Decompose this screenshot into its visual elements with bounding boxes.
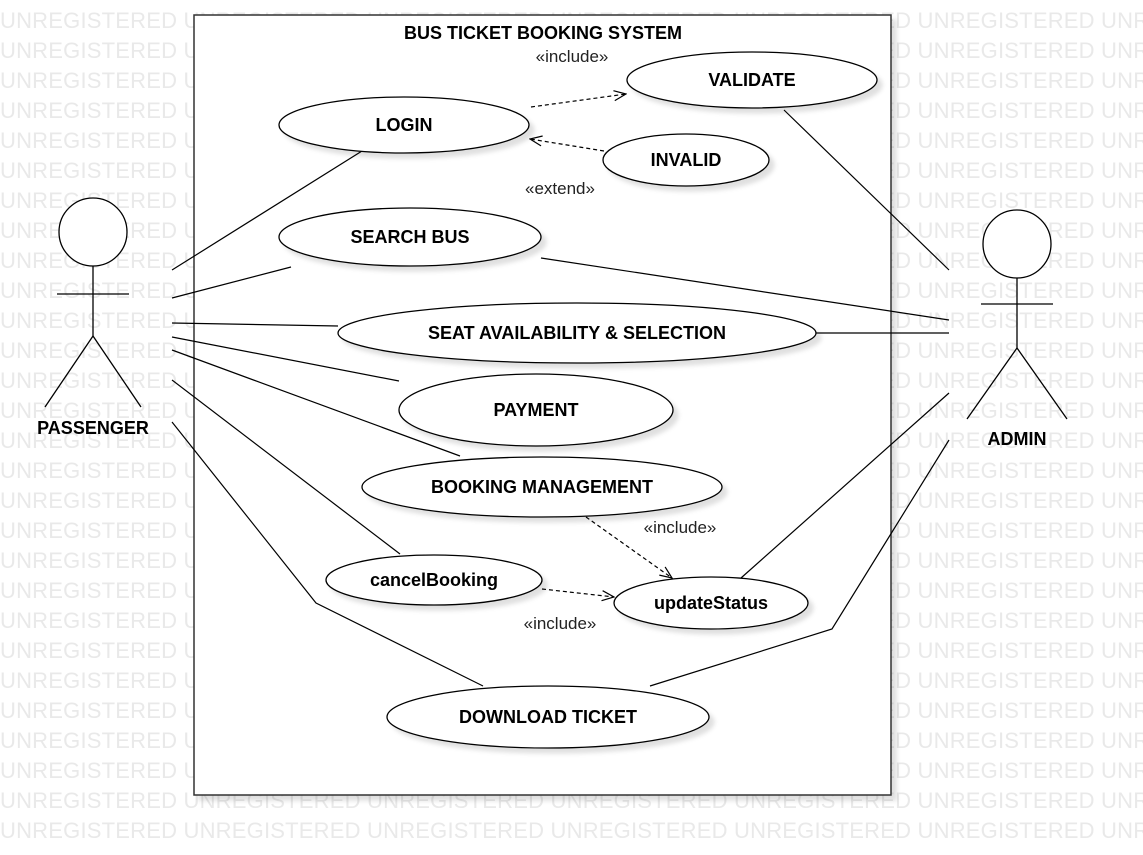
use-case-update-status[interactable]: updateStatus xyxy=(613,576,809,630)
system-title: BUS TICKET BOOKING SYSTEM xyxy=(404,23,682,43)
use-case-payment-label: PAYMENT xyxy=(493,400,578,420)
assoc-passenger-cancel xyxy=(171,379,401,555)
use-case-download-ticket-label: DOWNLOAD TICKET xyxy=(459,707,637,727)
use-case-invalid[interactable]: INVALID xyxy=(602,133,770,187)
dependency-arrows xyxy=(530,94,672,597)
use-case-booking-management[interactable]: BOOKING MANAGEMENT xyxy=(361,456,723,518)
assoc-passenger-download xyxy=(171,421,484,687)
use-case-login-label: LOGIN xyxy=(376,115,433,135)
use-case-booking-management-label: BOOKING MANAGEMENT xyxy=(431,477,653,497)
use-case-validate[interactable]: VALIDATE xyxy=(626,51,878,109)
assoc-admin-download xyxy=(649,439,950,687)
passenger-label: PASSENGER xyxy=(37,418,149,438)
passenger-actor[interactable] xyxy=(44,197,142,408)
assoc-passenger-seat xyxy=(171,322,339,327)
use-case-seat-selection[interactable]: SEAT AVAILABILITY & SELECTION xyxy=(337,302,817,364)
use-case-search-bus[interactable]: SEARCH BUS xyxy=(278,207,542,267)
include-label-booking: «include» xyxy=(644,518,717,537)
use-case-update-status-label: updateStatus xyxy=(654,593,768,613)
include-booking-update-arrow xyxy=(585,516,672,578)
admin-right-leg xyxy=(1016,347,1068,420)
extend-label-invalid: «extend» xyxy=(525,179,595,198)
assoc-admin-update-status xyxy=(740,392,950,579)
admin-left-leg xyxy=(966,347,1018,420)
passenger-associations xyxy=(171,150,484,687)
use-case-seat-selection-label: SEAT AVAILABILITY & SELECTION xyxy=(428,323,726,343)
passenger-head xyxy=(58,197,128,267)
admin-label: ADMIN xyxy=(988,429,1047,449)
include-label-validate: «include» xyxy=(536,47,609,66)
assoc-passenger-search-bus xyxy=(171,266,292,299)
use-case-validate-label: VALIDATE xyxy=(708,70,795,90)
admin-head xyxy=(982,209,1052,279)
include-label-cancel: «include» xyxy=(524,614,597,633)
use-case-search-bus-label: SEARCH BUS xyxy=(350,227,469,247)
assoc-passenger-login xyxy=(171,150,363,271)
admin-associations xyxy=(540,109,950,687)
passenger-right-leg xyxy=(92,335,142,408)
assoc-admin-search-bus xyxy=(540,257,950,321)
include-login-validate-arrow xyxy=(530,94,626,108)
assoc-passenger-payment xyxy=(171,336,400,382)
use-case-cancel-booking[interactable]: cancelBooking xyxy=(325,554,543,606)
use-case-invalid-label: INVALID xyxy=(651,150,722,170)
admin-actor[interactable] xyxy=(966,209,1068,420)
use-case-payment[interactable]: PAYMENT xyxy=(398,373,674,447)
assoc-admin-validate xyxy=(783,109,950,271)
include-cancel-update-arrow xyxy=(541,588,614,597)
use-case-cancel-booking-label: cancelBooking xyxy=(370,570,498,590)
use-case-download-ticket[interactable]: DOWNLOAD TICKET xyxy=(386,685,710,749)
extend-invalid-login-arrow xyxy=(530,139,605,152)
use-case-login[interactable]: LOGIN xyxy=(278,96,530,154)
passenger-left-leg xyxy=(44,335,94,408)
assoc-passenger-booking xyxy=(171,349,461,457)
